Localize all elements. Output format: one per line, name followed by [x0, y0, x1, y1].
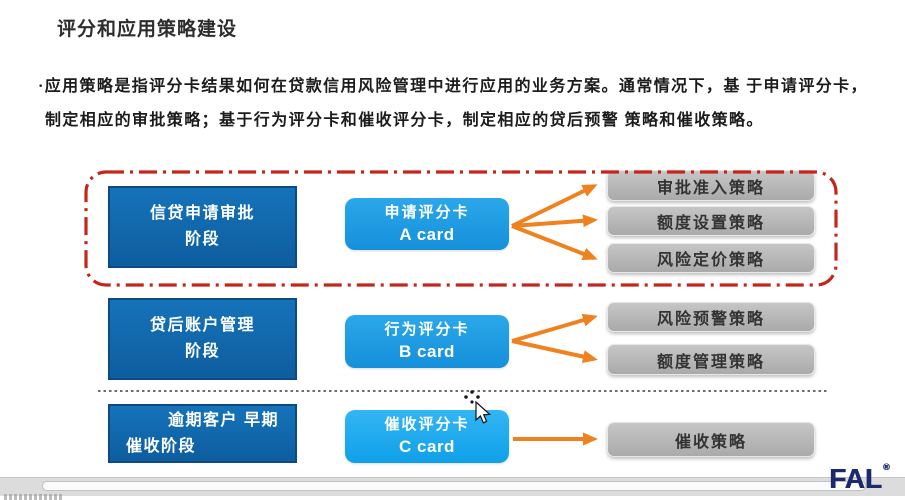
- arrow-a-to-strategies: [511, 184, 598, 261]
- scorecard-name: 行为评分卡: [384, 321, 470, 339]
- scorecard-b: 行为评分卡 B card: [345, 315, 509, 368]
- intro-line-2: 制定相应的审批策略；基于行为评分卡和催收评分卡，制定相应的贷后预警 策略和催收策…: [45, 112, 764, 129]
- stage-line: 阶段: [184, 231, 220, 248]
- fal-logo: FAL®: [829, 462, 890, 495]
- fal-logo-text: FAL: [829, 463, 882, 494]
- stage-line: 信贷申请审批: [149, 205, 255, 223]
- strategy-box-limit-management: 额度管理策略: [607, 344, 815, 375]
- strategy-box-risk-pricing: 风险定价策略: [607, 243, 815, 273]
- cutoff-caption: [4, 494, 62, 500]
- stage-line: 贷后账户管理: [149, 317, 255, 335]
- scrollbar[interactable]: [42, 481, 866, 491]
- page-title: 评分和应用策略建设: [57, 19, 238, 40]
- scorecard-name: 催收评分卡: [384, 416, 470, 434]
- scorecard-code: A card: [399, 224, 455, 244]
- stage-line: 催收阶段: [126, 437, 197, 455]
- strategy-box-risk-warning: 风险预警策略: [607, 302, 815, 332]
- intro-paragraph: ·应用策略是指评分卡结果如何在贷款信用风险管理中进行应用的业务方案。通常情况下，…: [38, 70, 898, 138]
- stage-box-overdue-collection: 逾期客户 早期 催收阶段: [108, 404, 297, 463]
- stage-line: 逾期客户 早期: [168, 411, 279, 429]
- scorecard-code: C card: [399, 437, 455, 457]
- strategy-box-limit-setting: 额度设置策略: [607, 206, 815, 236]
- strategy-box-collection: 催收策略: [607, 422, 815, 457]
- scorecard-a: 申请评分卡 A card: [345, 198, 509, 250]
- stage-line: 阶段: [184, 343, 220, 360]
- intro-line-1: ·应用策略是指评分卡结果如何在贷款信用风险管理中进行应用的业务方案。通常情况下，…: [38, 78, 868, 95]
- registered-mark: ®: [882, 462, 890, 472]
- scorecard-code: B card: [399, 342, 455, 362]
- strategy-box-approval-admission: 审批准入策略: [607, 170, 815, 201]
- scorecard-c: 催收评分卡 C card: [345, 410, 509, 463]
- scorecard-name: 申请评分卡: [384, 203, 470, 221]
- stage-box-credit-application: 信贷申请审批 阶段: [108, 186, 297, 268]
- arrow-b-to-strategies: [511, 313, 598, 363]
- stage-box-post-loan-account: 贷后账户管理 阶段: [108, 298, 297, 380]
